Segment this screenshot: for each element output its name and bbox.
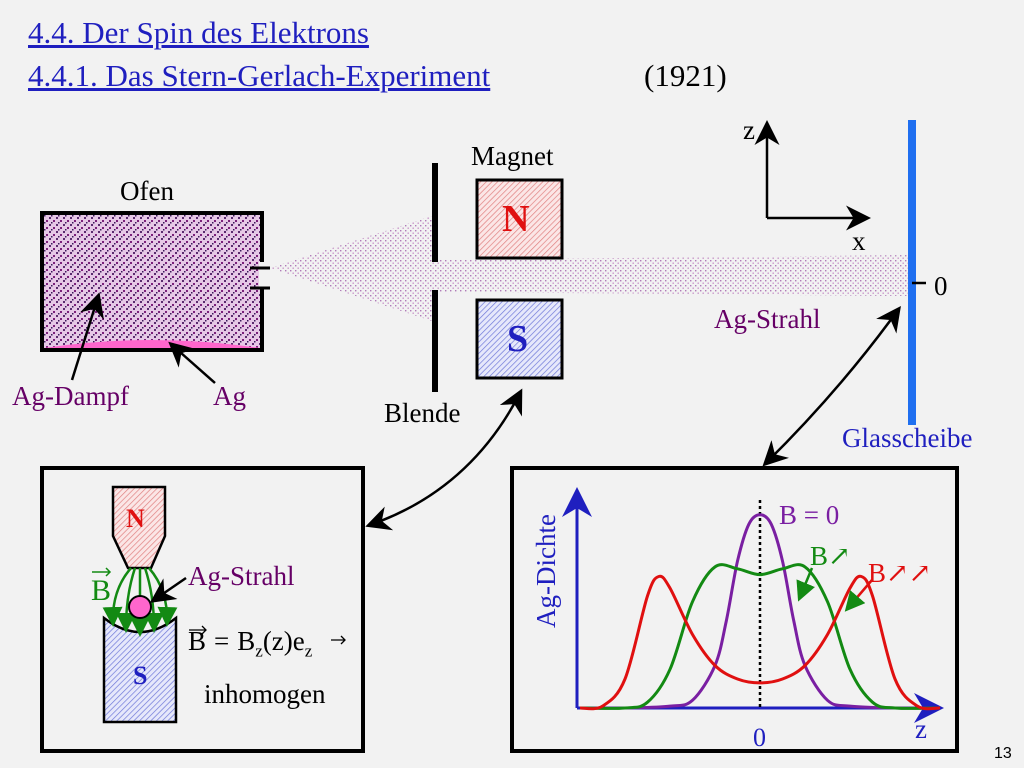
b-field-label: B [91,574,112,607]
legend-b1: B↗ [810,541,851,571]
label-pointer-red [844,579,873,612]
connector-magnet-inset [365,388,523,531]
magnet-north [475,178,564,260]
formula-sub-z-2: z [304,641,313,661]
axis-z-label: z [743,115,755,145]
aperture-label: Blende [384,398,461,428]
silver-label: Ag [213,381,246,411]
chart-x-label: z [915,714,927,744]
oven-label: Ofen [120,176,174,206]
silver-pointer [168,341,216,384]
page-number: 13 [994,745,1012,762]
inset-north-label: N [126,504,145,533]
beam-label: Ag-Strahl [714,304,821,334]
chart-series-1 [579,563,941,710]
inset-magnet-box [40,466,365,753]
silver-melt [44,340,260,348]
legend-b2: B↗↗ [868,558,932,588]
vapor-pointer [70,292,104,381]
north-pole-label: N [502,198,530,240]
screen-zero-label: 0 [934,271,948,301]
title-line-1: 4.4. Der Spin des Elektrons [28,15,369,50]
title-line-2: 4.4.1. Das Stern-Gerlach-Experiment [28,58,491,93]
inset-beam-label: Ag-Strahl [188,561,295,591]
formula-argument: (z) [262,626,293,656]
legend-b0: B = 0 [779,500,840,530]
inhomogeneous-label: inhomogen [204,679,326,709]
label-pointer-green [796,567,815,602]
screen-label: Glasscheibe [842,423,973,453]
b-vector-arrow [92,567,112,577]
oven [40,211,264,352]
axis-x-label: x [852,226,866,256]
year-label: (1921) [644,58,727,93]
chart-x-tick-zero: 0 [753,723,766,752]
formula-equals: = [214,626,230,656]
formula-e: e [292,626,305,656]
silver-beam [270,215,912,322]
silver-atom [128,595,152,619]
formula: B=Bz(z)ez [188,626,313,661]
formula-sub-z: z [255,641,263,661]
inset-south-label: S [133,661,148,690]
inset-beam-pointer [149,576,187,603]
formula-e-vector-arrow [331,635,346,645]
magnet-label: Magnet [471,141,554,171]
formula-b-vector-arrow [189,625,207,635]
chart-series-2 [579,574,941,711]
oven-nozzle [250,266,270,290]
chart-series-group [579,513,941,711]
connector-screen-chart [762,305,901,467]
formula-b: B [237,626,256,656]
chart-series-0 [579,513,941,710]
inset-north-pole [111,485,167,570]
chart-y-label: Ag-Dichte [531,514,561,628]
vapor-label: Ag-Dampf [12,381,129,411]
magnet-south [475,298,564,380]
south-pole-label: S [507,318,529,360]
formula-lhs: B [188,626,207,656]
